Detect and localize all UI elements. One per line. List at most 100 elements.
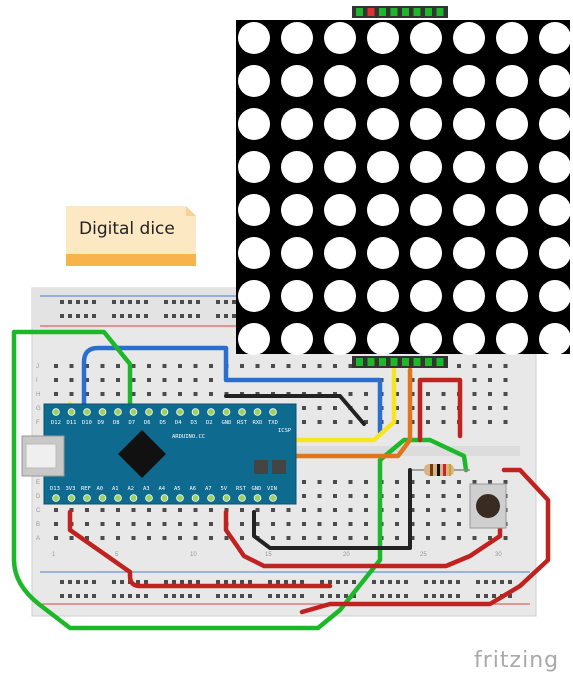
breadboard-hole: [172, 580, 176, 584]
header-pin: [413, 358, 421, 366]
breadboard-hole: [410, 508, 415, 512]
breadboard-hole: [302, 364, 306, 368]
breadboard-hole: [54, 522, 58, 526]
led-dot: [281, 65, 313, 97]
breadboard-hole: [180, 580, 184, 584]
breadboard-hole: [240, 594, 244, 598]
breadboard-hole: [68, 314, 72, 318]
breadboard-hole: [488, 392, 492, 396]
breadboard-hole: [216, 594, 220, 598]
breadboard-hole: [54, 536, 58, 540]
arduino-pin-label: TXD: [268, 420, 278, 426]
breadboard-hole: [112, 314, 116, 318]
breadboard-hole: [441, 406, 446, 410]
breadboard-hole: [232, 300, 236, 304]
arduino-pin-label: A4: [159, 486, 166, 492]
breadboard-hole: [317, 536, 322, 540]
breadboard-hole: [172, 300, 176, 304]
breadboard-hole: [348, 392, 353, 396]
breadboard-hole: [441, 420, 446, 424]
header-pin: [425, 8, 432, 16]
arduino-pin: [176, 494, 184, 502]
breadboard-hole: [76, 580, 80, 584]
arduino-pin-label: D13: [50, 486, 60, 492]
breadboard-hole: [395, 494, 399, 498]
breadboard-hole: [188, 300, 192, 304]
breadboard-hole: [147, 508, 151, 512]
board-text: ARDUINO.CC: [172, 434, 205, 440]
breadboard-hole: [317, 522, 322, 526]
led-dot: [367, 108, 399, 140]
header-pin: [413, 8, 421, 16]
breadboard-hole: [116, 392, 120, 396]
led-dot: [410, 22, 442, 54]
led-dot: [281, 280, 313, 312]
breadboard-hole: [209, 378, 213, 382]
breadboard-hole: [85, 522, 89, 526]
breadboard-hole: [209, 536, 213, 540]
breadboard-hole: [448, 594, 452, 598]
breadboard-hole: [224, 536, 229, 540]
breadboard-hole: [193, 364, 198, 368]
breadboard-hole: [476, 580, 480, 584]
breadboard-hole: [100, 508, 105, 512]
row-letter-c: C: [36, 508, 41, 514]
led-dot: [539, 65, 571, 97]
breadboard-hole: [484, 594, 488, 598]
breadboard-hole: [147, 364, 151, 368]
breadboard-hole: [472, 392, 477, 396]
arduino-pin-label: D6: [144, 420, 151, 426]
breadboard-hole: [178, 536, 182, 540]
breadboard-hole: [85, 378, 89, 382]
breadboard-hole: [178, 378, 182, 382]
header-pin: [402, 358, 409, 366]
breadboard-hole: [180, 314, 184, 318]
breadboard-hole: [317, 420, 322, 424]
arduino-pin: [67, 494, 76, 502]
breadboard-hole: [116, 522, 120, 526]
breadboard-hole: [100, 536, 105, 540]
led-dot: [539, 108, 571, 140]
breadboard-hole: [178, 522, 182, 526]
arduino-pin-label: D9: [98, 420, 105, 426]
arduino-pin: [114, 494, 122, 502]
breadboard-hole: [196, 300, 200, 304]
breadboard-hole: [426, 494, 430, 498]
breadboard-hole: [216, 300, 220, 304]
breadboard-hole: [395, 392, 399, 396]
breadboard-hole: [348, 494, 353, 498]
breadboard-hole: [328, 580, 332, 584]
breadboard-hole: [364, 536, 368, 540]
column-numbers: 1 5 10 15 20 25 30: [52, 552, 502, 558]
arduino-pin: [238, 494, 246, 502]
breadboard-hole: [136, 300, 140, 304]
header-pin: [436, 358, 444, 366]
led-dot: [453, 108, 485, 140]
row-letter-h: H: [36, 392, 40, 398]
breadboard-hole: [193, 392, 198, 396]
breadboard-hole: [364, 494, 368, 498]
led-dot: [324, 151, 356, 183]
led-dot: [281, 323, 313, 355]
led-dot: [410, 237, 442, 269]
breadboard-hole: [136, 594, 140, 598]
breadboard-hole: [320, 580, 324, 584]
led-dot: [539, 280, 571, 312]
led-dot: [238, 237, 270, 269]
breadboard-hole: [333, 364, 337, 368]
breadboard-hole: [216, 580, 220, 584]
arduino-pin: [207, 408, 215, 416]
col-number-1: 1: [52, 552, 56, 558]
breadboard-hole: [112, 594, 116, 598]
breadboard-hole: [380, 594, 384, 598]
breadboard-hole: [372, 580, 376, 584]
breadboard-hole: [410, 522, 415, 526]
led-dot: [324, 22, 356, 54]
breadboard-hole: [424, 580, 428, 584]
arduino-pin-label: A6: [190, 486, 197, 492]
arduino-pin: [253, 408, 262, 416]
breadboard-hole: [404, 594, 408, 598]
breadboard-hole: [396, 580, 400, 584]
col-number-10: 10: [190, 552, 197, 558]
breadboard-hole: [180, 300, 184, 304]
